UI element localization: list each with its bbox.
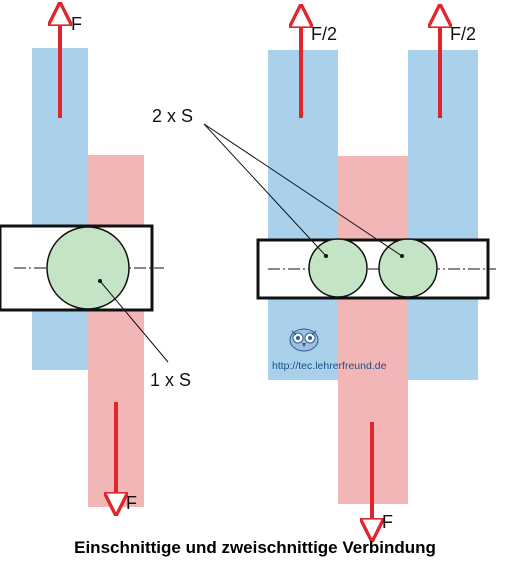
double-shear-joint: F/2 F/2 F 2 x S	[152, 16, 496, 532]
shear-label-left: 1 x S	[150, 370, 191, 390]
shear-point-left	[98, 279, 102, 283]
figure-caption: Einschnittige und zweischnittige Verbind…	[74, 538, 436, 557]
owl-logo-icon	[289, 328, 319, 352]
shear-label-right: 2 x S	[152, 106, 193, 126]
shear-leader-right-2	[203, 123, 403, 257]
bolt-right-2	[378, 238, 438, 298]
force-label-top-right-1: F/2	[311, 24, 337, 44]
shear-point-right-2	[400, 254, 404, 258]
force-label-top-left: F	[71, 14, 82, 34]
watermark: http://tec.lehrerfreund.de	[272, 328, 387, 372]
watermark-url: http://tec.lehrerfreund.de	[272, 360, 387, 372]
single-shear-joint: F F 1 x S	[0, 14, 191, 513]
shear-leader-left	[99, 280, 169, 363]
force-label-bottom-left: F	[126, 493, 137, 513]
shear-point-right-1	[324, 254, 328, 258]
force-label-bottom-right: F	[382, 512, 393, 532]
bolt-left	[46, 226, 130, 310]
outer-plate-right-2	[408, 50, 478, 380]
force-label-top-right-2: F/2	[450, 24, 476, 44]
shear-leader-right-1	[203, 123, 327, 257]
